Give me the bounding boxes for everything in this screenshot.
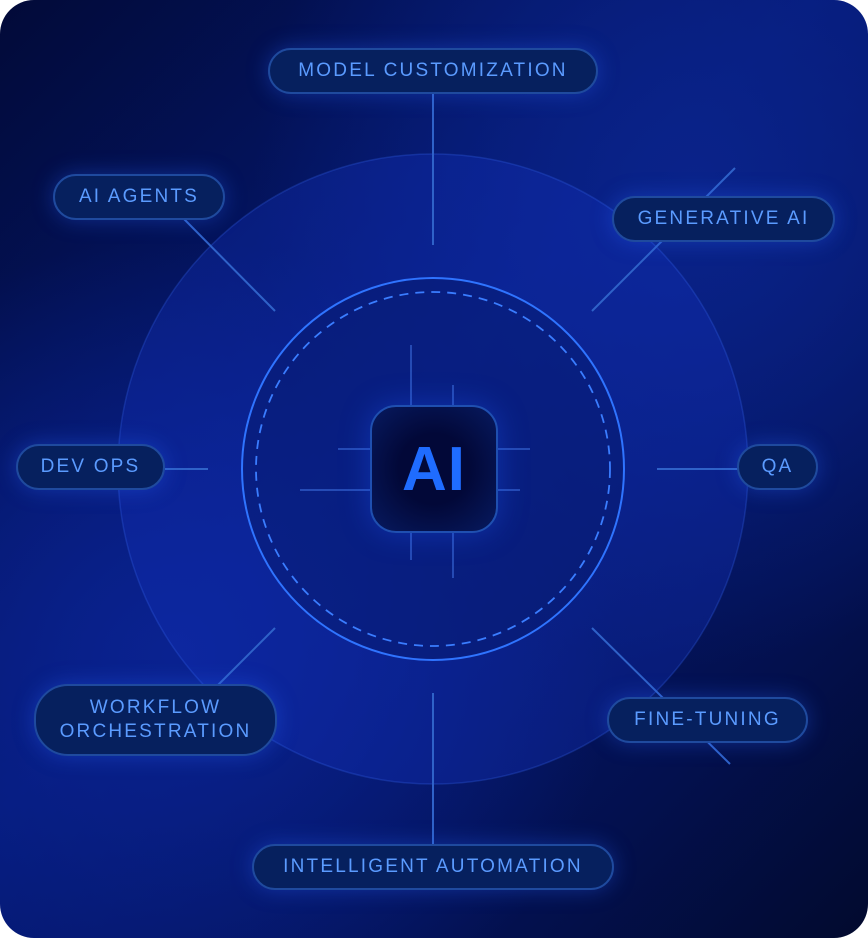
node-workflow-orchestration[interactable]: WORKFLOW ORCHESTRATION <box>34 684 277 756</box>
node-qa[interactable]: QA <box>737 444 818 490</box>
node-dev-ops[interactable]: DEV OPS <box>16 444 165 490</box>
connector-ai-agents <box>182 217 276 312</box>
connector-workflow <box>217 627 276 686</box>
node-generative-ai[interactable]: GENERATIVE AI <box>612 196 835 242</box>
node-ai-agents[interactable]: AI AGENTS <box>53 174 225 220</box>
chip-traces <box>300 345 530 578</box>
ai-chip: AI <box>370 405 498 533</box>
dashed-ring <box>255 291 611 647</box>
node-model-customization[interactable]: MODEL CUSTOMIZATION <box>268 48 598 94</box>
node-intelligent-automation[interactable]: INTELLIGENT AUTOMATION <box>252 844 614 890</box>
node-fine-tuning[interactable]: FINE-TUNING <box>607 697 808 743</box>
ai-chip-label: AI <box>402 434 466 504</box>
